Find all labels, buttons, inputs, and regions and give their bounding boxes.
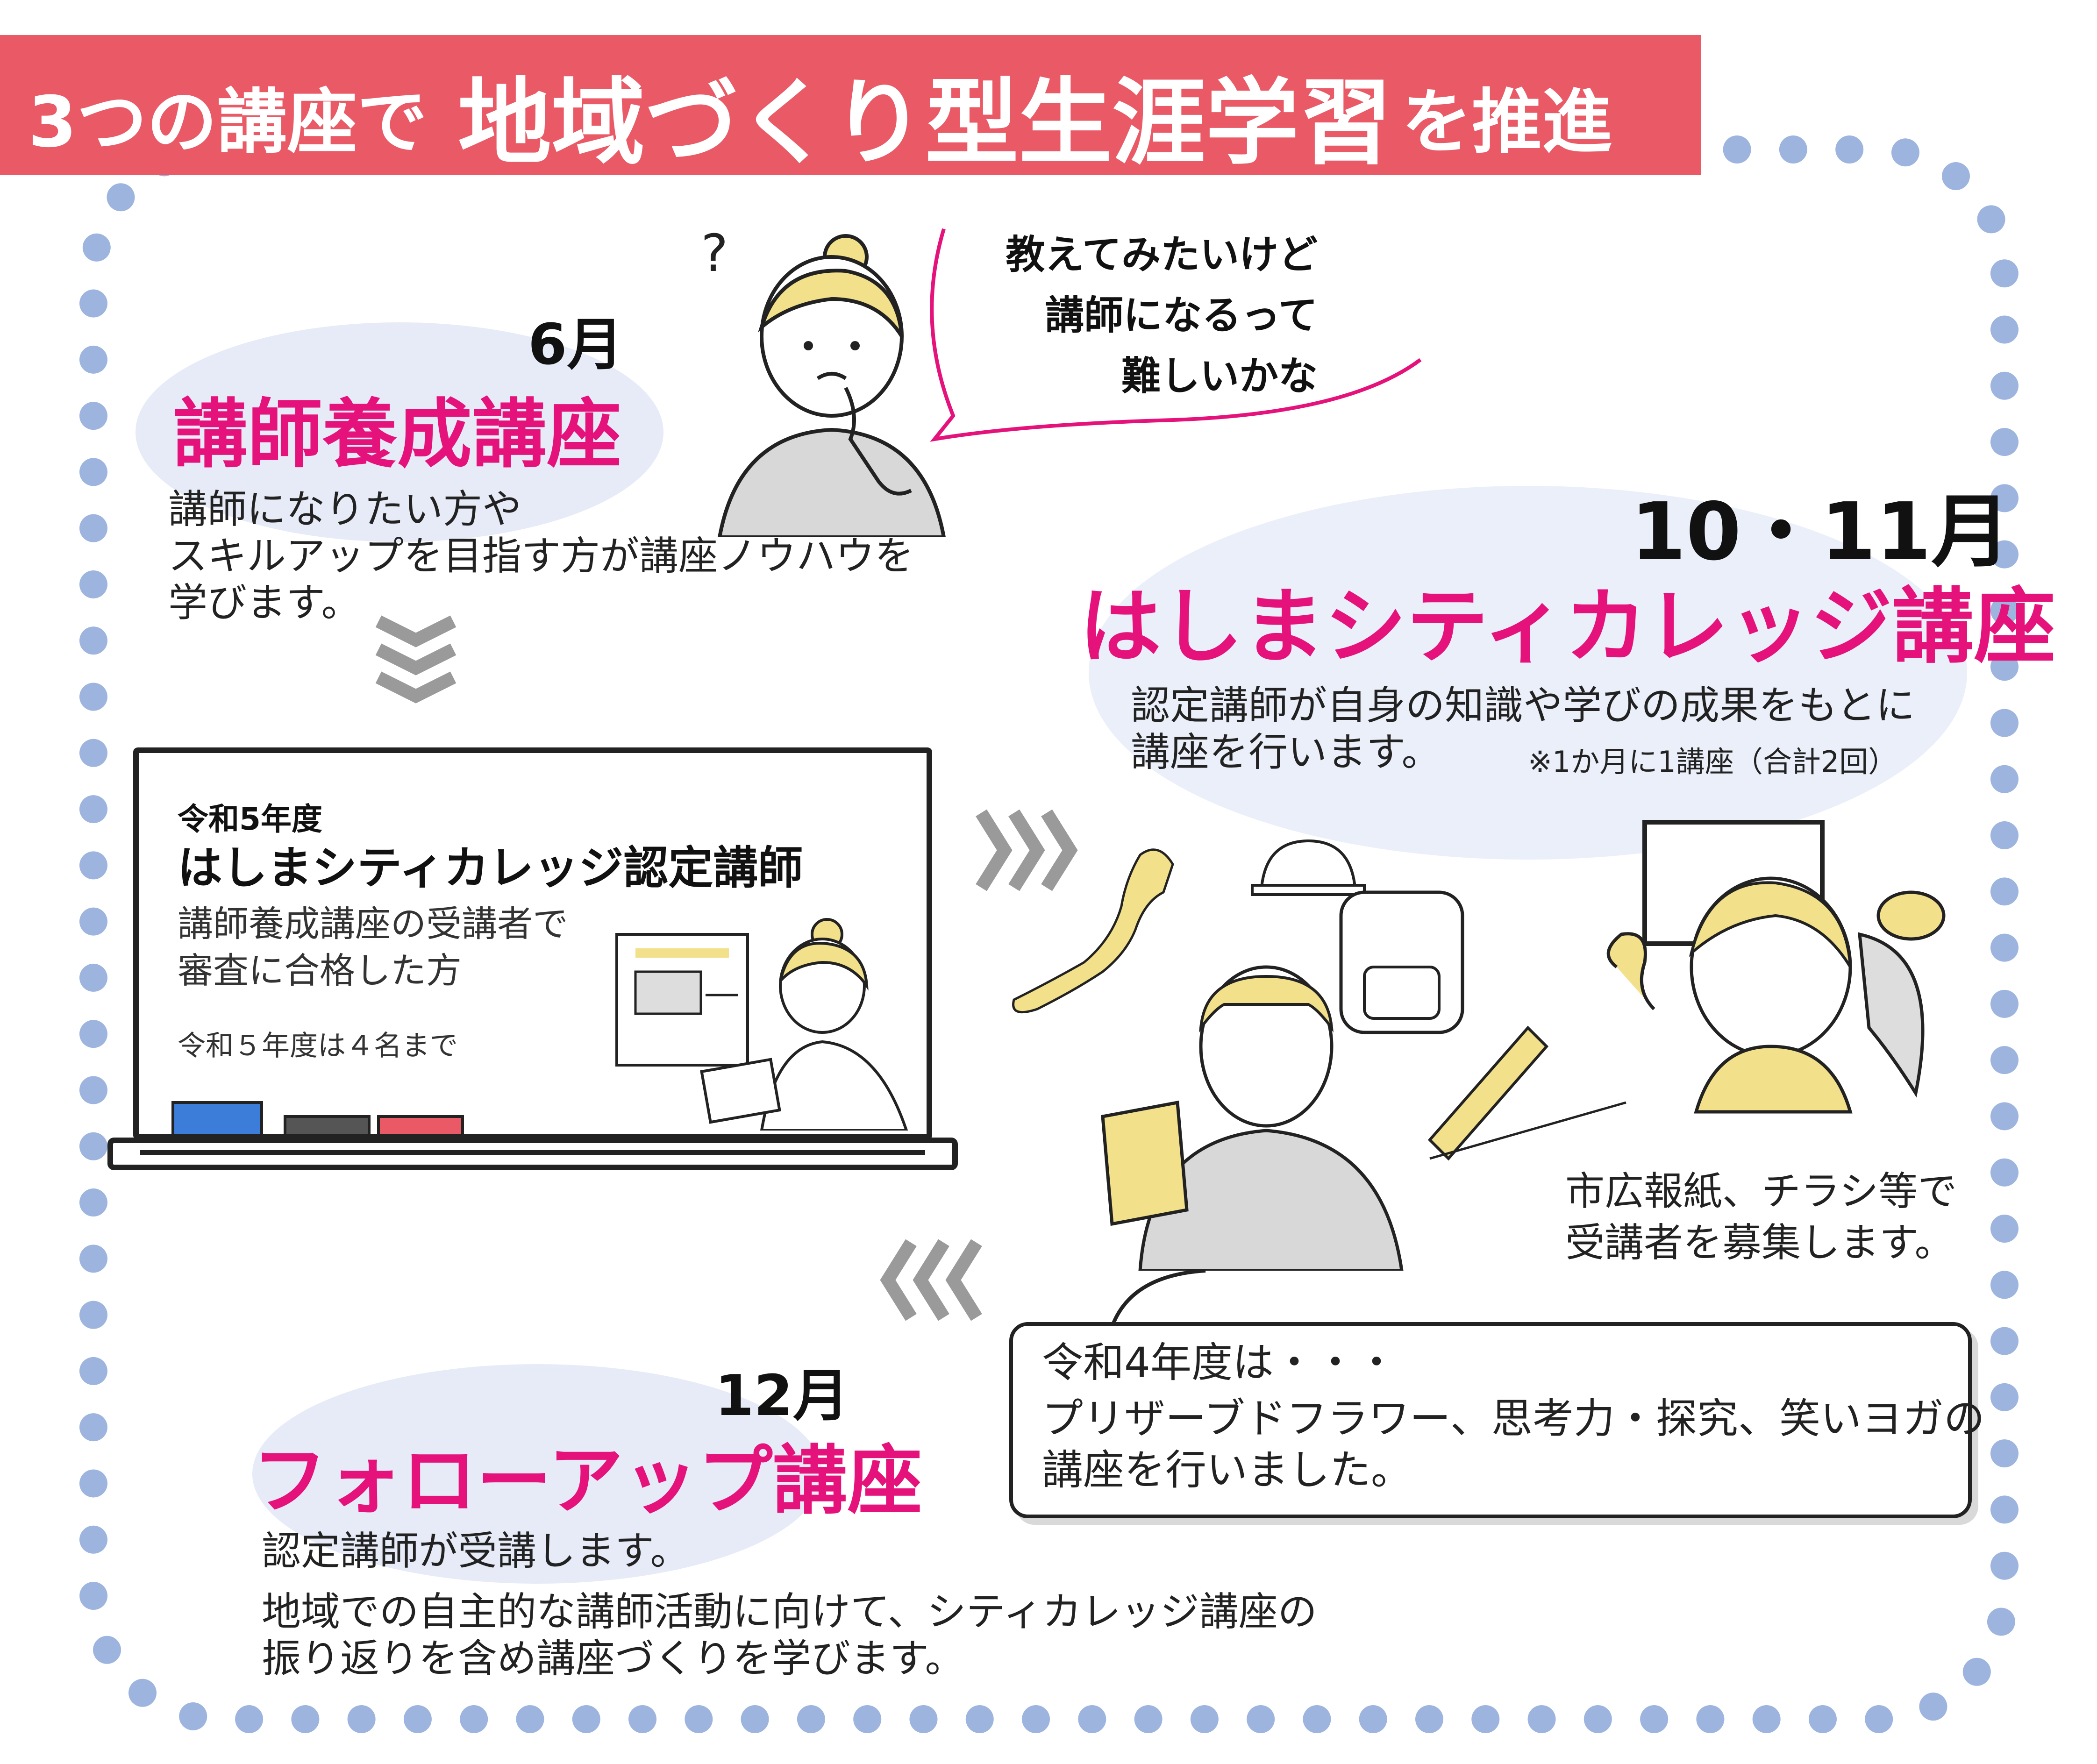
board-note: 令和５年度は４名まで: [178, 1030, 458, 1062]
course1-month: 6月: [528, 313, 623, 377]
course3-title: フォローアップ講座: [252, 1437, 922, 1524]
title-bar: [0, 35, 1701, 175]
chevron-down-icon: [375, 615, 456, 704]
chevron-left-icon: [880, 1239, 982, 1321]
course2-title: はしまシティカレッジ講座: [1079, 580, 2056, 675]
course1-desc-1: 講師になりたい方や: [168, 486, 522, 532]
course3-desc-3: 振り返りを含め講座づくりを学びます。: [262, 1636, 964, 1681]
course3-month: 12月: [715, 1364, 849, 1429]
course2-recruit-1: 市広報紙、チラシ等で: [1565, 1168, 1957, 1214]
speech-line-2: 講師になるって: [1045, 292, 1318, 338]
note-line-1: 令和4年度は・・・: [1042, 1338, 1397, 1387]
course2-desc-2: 講座を行います。: [1131, 729, 1441, 775]
thinking-person-illustration: ?: [701, 223, 946, 537]
course1-title: 講師養成講座: [173, 391, 622, 478]
markers-illustration: [171, 1101, 464, 1137]
teacher-illustration: [615, 918, 908, 1131]
course2-note: ※1か月に1講座（合計2回）: [1528, 745, 1897, 779]
lecture-illustration: [1012, 820, 1946, 1271]
speech-line-1: 教えてみたいけど: [1006, 232, 1318, 277]
course1-desc-3: 学びます。: [168, 580, 361, 626]
whiteboard-tray-line: [140, 1150, 925, 1155]
course2-desc-1: 認定講師が自身の知識や学びの成果をもとに: [1131, 683, 1915, 728]
course1-desc-2: スキルアップを目指す方が講座ノウハウを: [168, 533, 914, 579]
note-box-tail: [1110, 1269, 1206, 1328]
speech-line-3: 難しいかな: [1121, 353, 1318, 399]
board-year: 令和5年度: [178, 801, 322, 837]
board-title: はしまシティカレッジ認定講師: [178, 842, 803, 894]
svg-text:?: ?: [701, 223, 728, 283]
blob-course2: [1089, 486, 1967, 860]
blob-course1: [136, 322, 663, 542]
course3-desc-2: 地域での自主的な講師活動に向けて、シティカレッジ講座の: [262, 1589, 1317, 1635]
course3-desc-1: 認定講師が受講します。: [262, 1528, 690, 1574]
note-line-2: プリザーブドフラワー、思考力・探究、笑いヨガの: [1042, 1394, 1985, 1443]
note-line-3: 講座を行いました。: [1042, 1446, 1412, 1494]
title-suffix: を推進: [1402, 82, 1612, 163]
chevron-right-icon: [976, 809, 1078, 891]
speech-bubble-outline: [930, 228, 1422, 442]
course2-recruit-2: 受講者を募集します。: [1565, 1220, 1954, 1266]
course2-month: 10・11月: [1631, 486, 2011, 578]
board-desc-1: 講師養成講座の受講者で: [178, 903, 568, 945]
board-desc-2: 審査に合格した方: [178, 950, 462, 991]
title-highlight: 地域づくり型生涯学習: [458, 69, 1393, 178]
title-prefix: 3つの講座で: [28, 82, 428, 163]
blob-course3: [252, 1364, 822, 1584]
note-box: [1009, 1322, 1972, 1518]
